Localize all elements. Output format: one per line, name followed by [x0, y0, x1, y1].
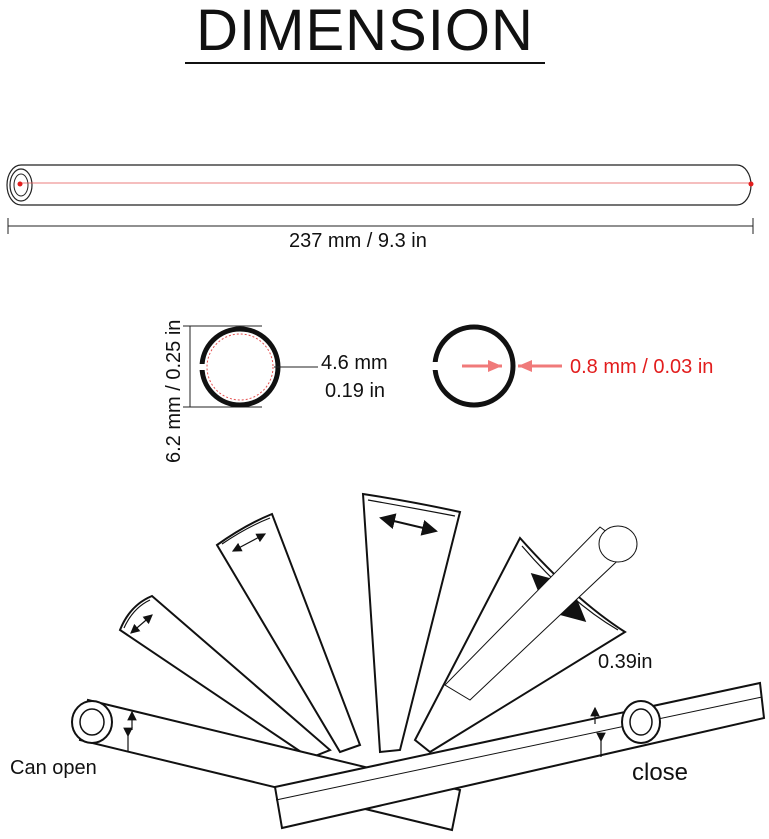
can-open-label: Can open [10, 757, 97, 779]
outer-diameter-label: 6.2 mm / 0.25 in [163, 319, 185, 463]
long-tube-drawing [6, 164, 754, 206]
flare-width-label: 0.39in [598, 651, 653, 673]
length-label: 237 mm / 9.3 in [289, 230, 427, 252]
length-dimension-line [7, 218, 754, 234]
inner-diameter-mm-label: 4.6 mm [321, 352, 388, 374]
title-underline [185, 62, 545, 64]
tube-center-dot [17, 181, 23, 187]
outer-diameter-section [183, 325, 318, 408]
flared-straws-drawing [71, 492, 766, 832]
close-label: close [632, 759, 689, 786]
wall-thickness-section [431, 324, 562, 408]
title: DIMENSION [196, 0, 534, 63]
inner-diameter-in-label: 0.19 in [325, 380, 386, 402]
wall-thickness-label: 0.8 mm / 0.03 in [570, 356, 714, 378]
